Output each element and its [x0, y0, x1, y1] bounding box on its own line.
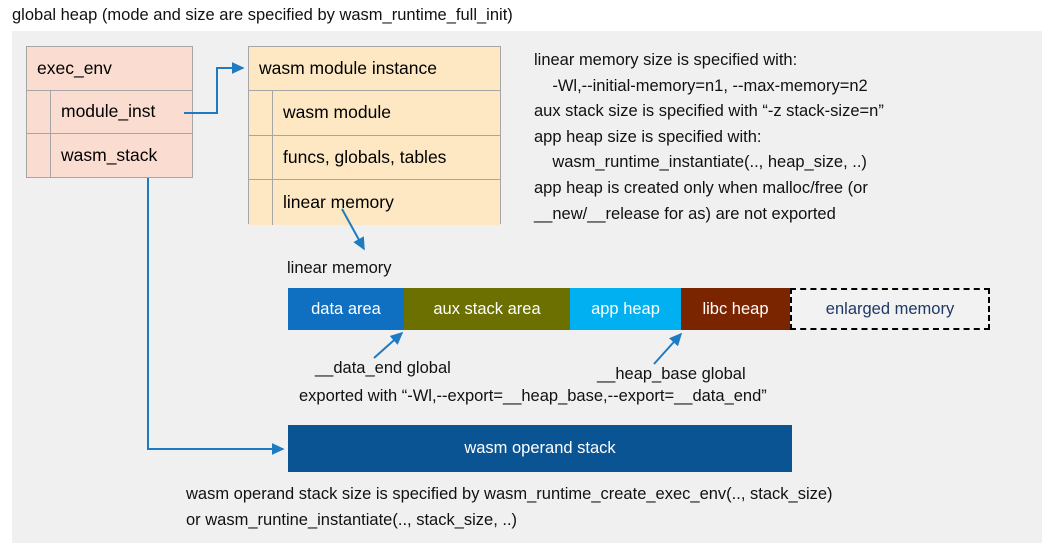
module-instance-row-funcs: funcs, globals, tables: [249, 136, 500, 180]
exec-env-row-wasm-stack: wasm_stack: [27, 134, 192, 177]
annotation-data-end: __data_end global: [315, 359, 451, 377]
module-instance-gutter: [249, 136, 273, 179]
module-instance-row-label: wasm module: [283, 102, 391, 123]
module-instance-row-label: funcs, globals, tables: [283, 146, 447, 167]
wasm-module-instance-box: wasm module instance wasm module funcs, …: [248, 46, 501, 225]
module-instance-title: wasm module instance: [259, 57, 437, 78]
exec-env-gutter: [27, 134, 51, 177]
module-instance-row-linear-memory: linear memory: [249, 180, 500, 225]
memory-segment-app-heap: app heap: [570, 288, 681, 330]
notes-text: linear memory size is specified with: -W…: [534, 51, 884, 223]
page-title: global heap (mode and size are specified…: [12, 6, 513, 24]
module-instance-header-row: wasm module instance: [249, 47, 500, 91]
linear-memory-bar: data area aux stack area app heap libc h…: [288, 288, 990, 330]
exec-env-box: exec_env module_inst wasm_stack: [26, 46, 193, 178]
memory-segment-label: enlarged memory: [825, 299, 955, 318]
memory-segment-label: data area: [311, 299, 381, 318]
module-instance-gutter: [249, 180, 273, 225]
exec-env-row-module-inst: module_inst: [27, 91, 192, 134]
memory-segment-label: libc heap: [702, 299, 769, 318]
module-instance-row-wasm-module: wasm module: [249, 91, 500, 136]
module-instance-row-label: linear memory: [283, 191, 394, 212]
annotation-exported: exported with “-Wl,--export=__heap_base,…: [299, 387, 767, 405]
exec-env-gutter: [27, 91, 51, 133]
memory-segment-label: aux stack area: [433, 299, 541, 318]
annotation-heap-base: __heap_base global: [597, 365, 746, 383]
bottom-note-text: wasm operand stack size is specified by …: [186, 485, 833, 529]
wasm-operand-stack-label: wasm operand stack: [464, 439, 616, 457]
memory-segment-aux-stack-area: aux stack area: [404, 288, 570, 330]
wasm-operand-stack-box: wasm operand stack: [288, 425, 792, 472]
memory-segment-label: app heap: [591, 299, 660, 318]
exec-env-row-label: wasm_stack: [61, 144, 158, 165]
exec-env-row-label: module_inst: [61, 101, 156, 122]
memory-segment-libc-heap: libc heap: [681, 288, 790, 330]
memory-segment-enlarged-memory: enlarged memory: [790, 288, 990, 330]
exec-env-header-row: exec_env: [27, 47, 192, 91]
exec-env-title: exec_env: [37, 57, 112, 78]
memory-segment-data-area: data area: [288, 288, 404, 330]
module-instance-gutter: [249, 91, 273, 135]
linear-memory-caption: linear memory: [287, 259, 392, 277]
